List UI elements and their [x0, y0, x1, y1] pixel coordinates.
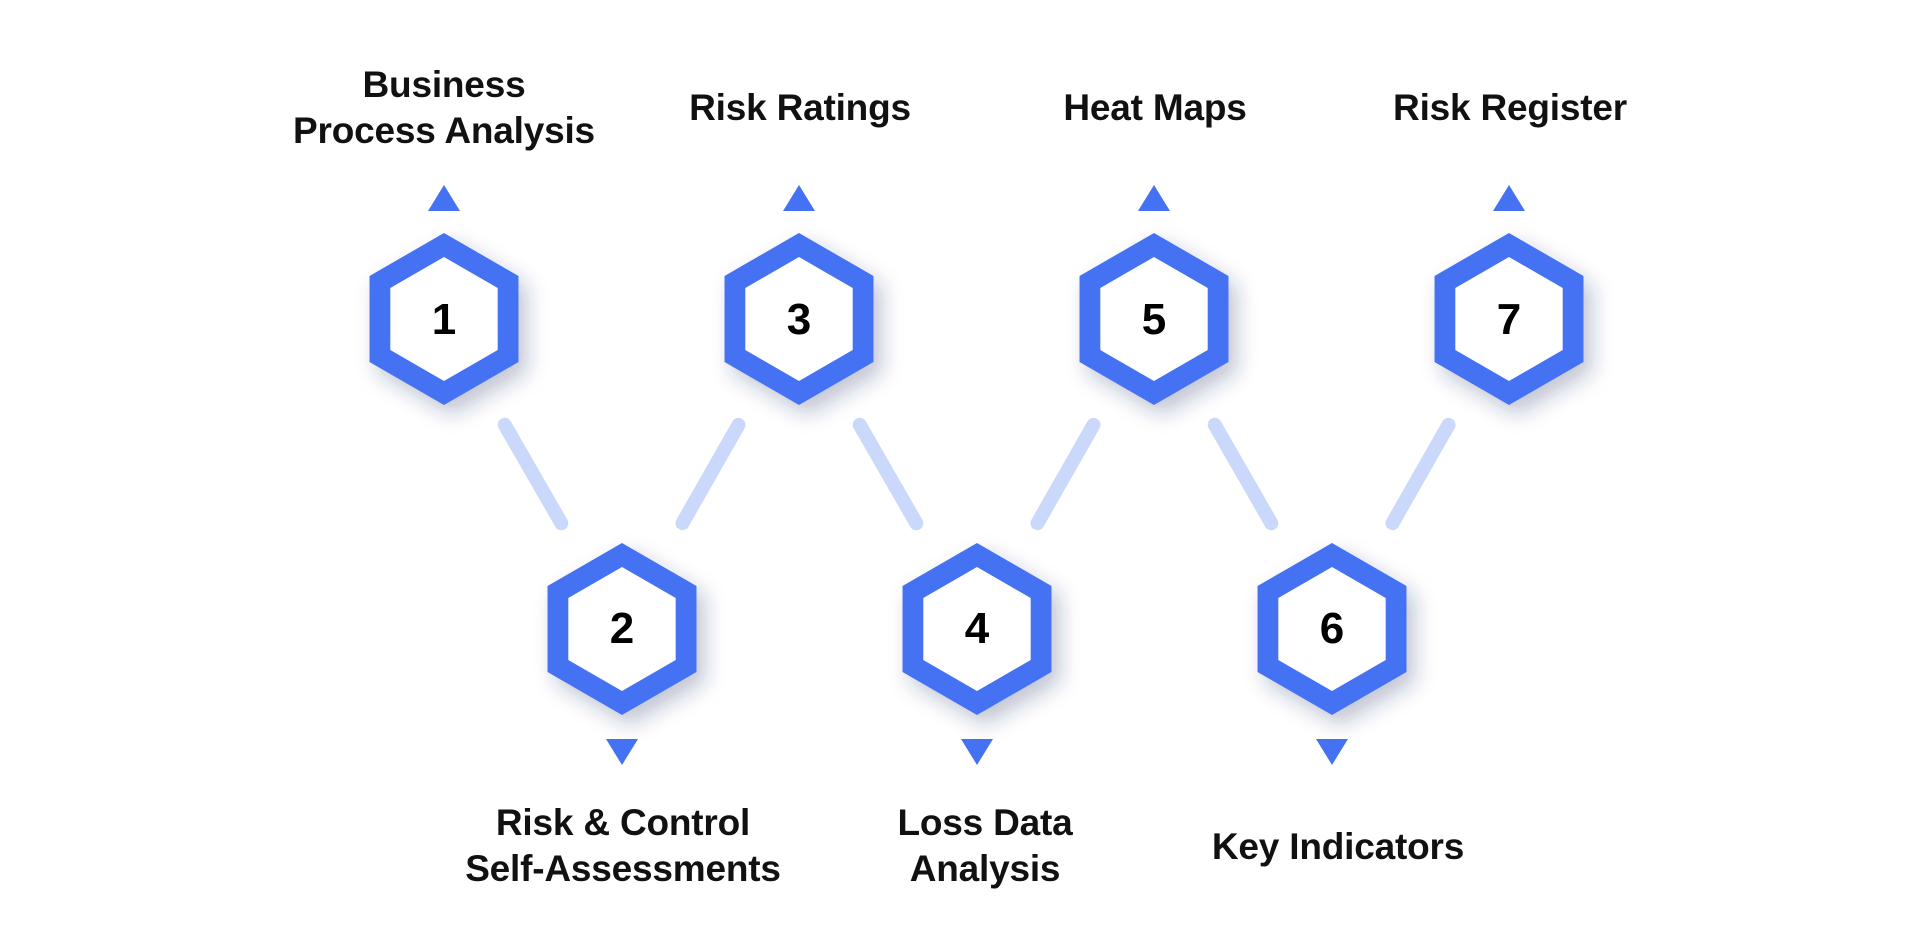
step-4-hexagon-inner [923, 567, 1031, 691]
step-7-number: 7 [1496, 295, 1522, 344]
connector-3-4 [852, 417, 924, 531]
step-2-label-line-2: Self-Assessments [465, 848, 781, 889]
step-5-label-line-1: Heat Maps [1063, 87, 1247, 128]
connector-1-2 [497, 417, 569, 531]
step-5-arrow-up-icon [1138, 185, 1170, 211]
connector-5-6 [1207, 417, 1279, 531]
step-3-label: Risk Ratings [570, 85, 1030, 131]
connector-6-7 [1385, 417, 1456, 531]
step-1-arrow-up-icon [428, 185, 460, 211]
step-6-number: 6 [1319, 604, 1345, 653]
step-4-label: Loss Data Analysis [755, 800, 1215, 892]
step-5-number: 5 [1141, 295, 1167, 344]
step-3-label-line-1: Risk Ratings [689, 87, 911, 128]
step-2-label-line-1: Risk & Control [495, 802, 751, 843]
step-1-label-line-2: Process Analysis [293, 110, 595, 151]
step-2-hexagon-inner [568, 567, 676, 691]
step-4-arrow-down-icon [961, 739, 993, 765]
step-4-label-line-2: Analysis [909, 848, 1061, 889]
step-2-number: 2 [609, 604, 635, 653]
connector-4-5 [1030, 417, 1101, 531]
step-7-arrow-up-icon [1493, 185, 1525, 211]
step-7-label-line-1: Risk Register [1393, 87, 1627, 128]
step-3-number: 3 [786, 295, 812, 344]
step-1-hexagon-inner [390, 257, 498, 381]
hexagons-group [369, 233, 1584, 715]
step-6-label-line-1: Key Indicators [1211, 826, 1465, 867]
step-5-label: Heat Maps [925, 85, 1385, 131]
step-4-label-line-1: Loss Data [897, 802, 1073, 843]
step-1-label-line-1: Business [362, 64, 526, 105]
connectors-group [497, 417, 1456, 531]
step-1-label: Business Process Analysis [214, 62, 674, 154]
step-7-label: Risk Register [1280, 85, 1740, 131]
step-6-label: Key Indicators [1108, 824, 1568, 870]
step-3-arrow-up-icon [783, 185, 815, 211]
step-3-hexagon-inner [745, 257, 853, 381]
step-4-number: 4 [964, 604, 990, 653]
step-1-number: 1 [431, 295, 457, 344]
step-7-hexagon-inner [1455, 257, 1563, 381]
step-2-arrow-down-icon [606, 739, 638, 765]
step-5-hexagon-inner [1100, 257, 1208, 381]
connector-2-3 [675, 417, 746, 531]
step-2-label: Risk & Control Self-Assessments [393, 800, 853, 892]
arrows-group [428, 185, 1525, 765]
step-6-arrow-down-icon [1316, 739, 1348, 765]
step-6-hexagon-inner [1278, 567, 1386, 691]
